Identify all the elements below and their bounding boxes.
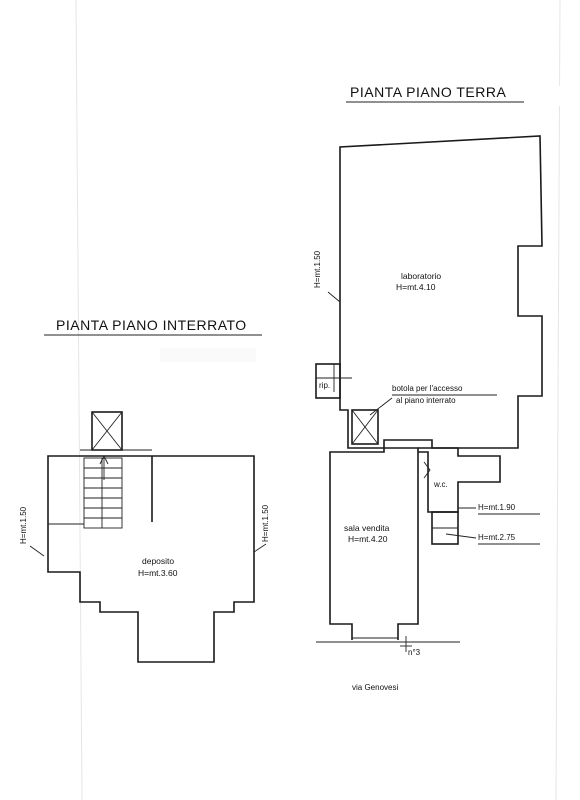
hatch-leader [369, 397, 393, 416]
laboratorio-outline [339, 135, 543, 449]
wc-height: H=mt.1.90 [478, 503, 516, 512]
laboratorio-height: H=mt.4.10 [396, 282, 436, 292]
street-name: via Genovesi [352, 683, 398, 692]
annex-height: H=mt.2.75 [478, 533, 516, 542]
stair-hatch-cross [91, 411, 123, 451]
paper-patch [536, 86, 570, 106]
annex-height-leader [445, 533, 477, 539]
paper-fold-line [75, 0, 83, 800]
deposito-outline [47, 455, 255, 663]
basement-right-height: H=mt.1.50 [261, 504, 270, 542]
deposito-name: deposito [142, 556, 174, 566]
rip-label: rip. [319, 381, 330, 390]
wc-label: w.c. [433, 480, 448, 489]
wc-outline [418, 447, 501, 513]
rip-niche [315, 363, 341, 399]
left-height-leader [327, 291, 341, 303]
sala-vendita-height: H=mt.4.20 [348, 534, 388, 544]
hatch-label-line2: al piano interrato [396, 396, 456, 405]
laboratorio-name: laboratorio [401, 271, 441, 281]
door-number: n°3 [408, 648, 421, 657]
deposito-height: H=mt.3.60 [138, 568, 178, 578]
hatch-cross [351, 409, 379, 445]
basement-left-height-leader [29, 545, 45, 557]
paper-fold-line [555, 0, 561, 800]
paper-patch [160, 348, 256, 362]
sala-vendita-name: sala vendita [344, 523, 390, 533]
wc-fixture [423, 461, 431, 479]
basement-left-height: H=mt.1.50 [19, 506, 28, 544]
ground-left-height: H=mt.1.50 [313, 250, 322, 288]
basement-right-height-leader [253, 543, 267, 553]
staircase [83, 454, 123, 529]
hatch-label-line1: botola per l'accesso [392, 384, 463, 393]
hatch-box [351, 409, 379, 445]
basement-title: PIANTA PIANO INTERRATO [56, 317, 247, 333]
ground-floor-title: PIANTA PIANO TERRA [350, 84, 506, 100]
sala-vendita-outline [329, 447, 419, 640]
